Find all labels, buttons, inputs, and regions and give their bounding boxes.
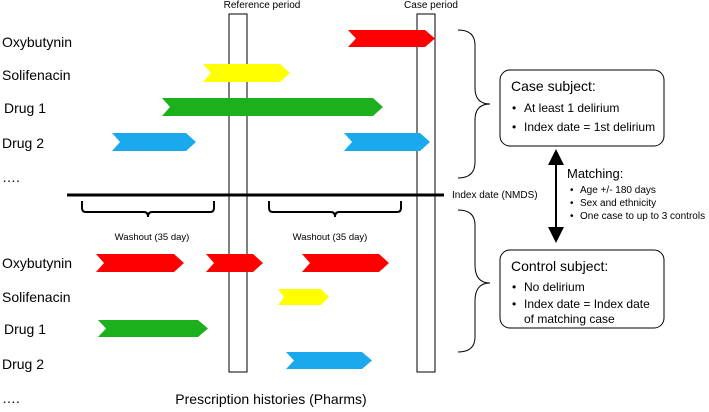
control-row-label-solifenacin: Solifenacin	[2, 289, 71, 305]
control-oxybutynin-arrow-b	[206, 254, 263, 272]
control-row-label-oxybutynin: Oxybutynin	[2, 255, 72, 271]
case-bullet: •	[512, 120, 516, 134]
matching-item-ratio: One case to up to 3 controls	[580, 211, 705, 222]
matching-bullet: •	[570, 198, 574, 209]
case-period-window	[416, 13, 436, 373]
matching-item-age: Age +/- 180 days	[580, 185, 656, 196]
control-solifenacin-arrow	[278, 289, 329, 305]
control-subject-title: Control subject:	[511, 258, 608, 274]
case-bullet: •	[512, 101, 516, 115]
reference-period-label: Reference period	[224, 0, 301, 11]
washout-label-1: Washout (35 day)	[115, 232, 190, 243]
control-row-label-drug-2: Drug 2	[2, 356, 44, 372]
case-subject-box	[499, 69, 665, 147]
matching-bullet: •	[570, 211, 574, 222]
case-item-1: At least 1 delirium	[524, 101, 619, 115]
case-item-2: Index date = 1st delirium	[524, 120, 655, 134]
matching-title: Matching:	[567, 166, 623, 181]
control-subject-box	[499, 249, 665, 329]
control-item-1: No delirium	[524, 280, 585, 294]
matching-item-sex: Sex and ethnicity	[580, 198, 656, 209]
case-row-label-drug-1: Drug 1	[4, 100, 46, 116]
control-row-label-drug-1: Drug 1	[4, 321, 46, 337]
washout-label-2: Washout (35 day)	[293, 232, 368, 243]
case-row-label-oxybutynin: Oxybutynin	[2, 34, 72, 50]
control-oxybutynin-arrow-a	[96, 254, 184, 272]
case-drug-1-arrow	[162, 98, 383, 116]
reference-period-window	[228, 13, 248, 373]
control-row-label-ellipsis: ….	[2, 390, 20, 406]
control-brace	[457, 209, 491, 353]
control-bullet: •	[512, 280, 516, 294]
case-drug-2-arrow-b	[344, 133, 430, 151]
control-item-2: Index date = Index date	[524, 297, 650, 311]
matching-bullet: •	[570, 185, 574, 196]
case-brace	[457, 29, 491, 179]
footer-caption: Prescription histories (Pharms)	[175, 391, 366, 407]
washout-bracket-2	[268, 201, 402, 218]
case-drug-2-arrow-a	[112, 133, 196, 151]
case-subject-title: Case subject:	[511, 78, 596, 94]
control-drug-1-arrow	[98, 320, 208, 337]
case-solifenacin-arrow	[203, 64, 290, 82]
case-row-label-solifenacin: Solifenacin	[2, 67, 71, 83]
control-oxybutynin-arrow-c	[302, 254, 389, 272]
washout-bracket-1	[81, 201, 215, 218]
control-drug-2-arrow	[286, 352, 372, 369]
case-oxybutynin-arrow	[348, 30, 435, 47]
control-bullet: •	[512, 297, 516, 311]
case-period-label: Case period	[404, 0, 458, 11]
case-row-label-ellipsis: ….	[2, 169, 20, 185]
control-item-3: of matching case	[524, 312, 615, 326]
index-date-label: Index date (NMDS)	[452, 190, 538, 201]
case-row-label-drug-2: Drug 2	[2, 135, 44, 151]
